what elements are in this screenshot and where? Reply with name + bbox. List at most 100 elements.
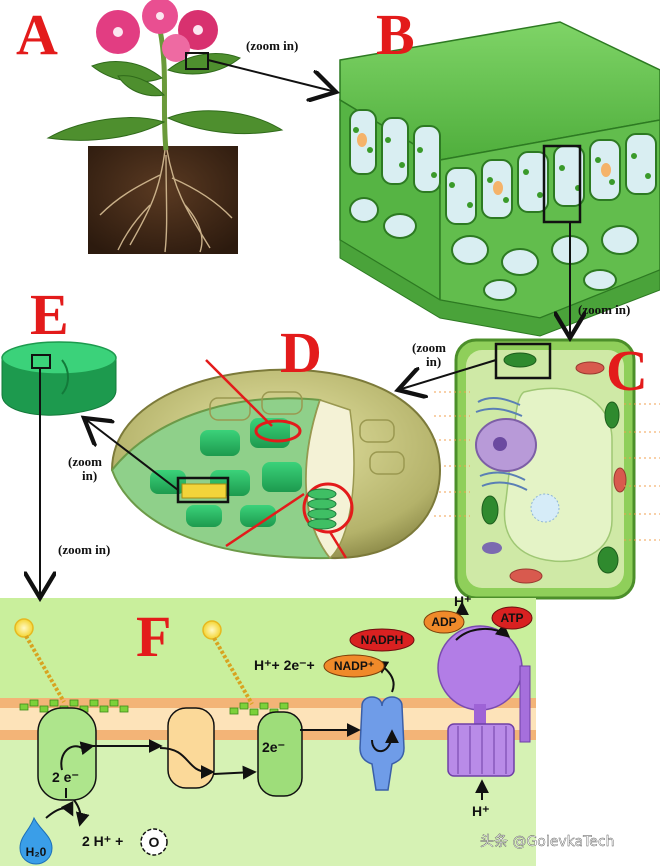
panel-e-thylakoid — [1, 341, 117, 416]
thylakoid-top — [1, 341, 117, 375]
panel-label-f: F — [136, 604, 171, 669]
atp-synthase-stalk — [474, 704, 486, 724]
panel-label-d: D — [280, 320, 322, 385]
adp-label: ADP — [431, 615, 456, 629]
thylakoid-notch — [61, 359, 69, 395]
nadph-label: NADPH — [361, 633, 404, 647]
panel-label-e: E — [30, 282, 69, 347]
atp-synthase-stator — [519, 665, 531, 743]
products-label: 2 H⁺ + — [82, 833, 123, 849]
zoom-caption-a-b: (zoom in) — [246, 38, 298, 53]
plant-flowers — [96, 0, 218, 62]
panel-a-plant — [46, 0, 284, 254]
granum-cutaway-highlight — [181, 483, 227, 499]
panel-label-b: B — [376, 2, 415, 67]
cell-pointer-lines — [434, 391, 660, 541]
zoom-caption-b-c: (zoom in) — [578, 302, 630, 317]
granum-stack-small — [307, 488, 337, 530]
arrow-to-products — [73, 799, 90, 827]
zoom-box-cell — [542, 144, 582, 224]
electron-transport-arrows — [45, 601, 511, 827]
spongy-cells — [349, 197, 639, 301]
sun-left — [14, 618, 66, 703]
panel-f-light-reactions: NADPH NADP⁺ ADP ATP H⁺+ 2e⁻+ H⁺ H⁺ 2 e⁻ … — [0, 593, 536, 866]
golgi-dot-cluster — [530, 493, 560, 523]
water-label: H₂0 — [26, 845, 47, 859]
atp-synthase-rotor — [447, 723, 515, 777]
flower-center — [113, 27, 123, 37]
sun-icon — [14, 618, 34, 638]
nadph-badge — [349, 628, 415, 652]
panel-d-chloroplast — [110, 359, 442, 560]
palisade-cells — [349, 109, 657, 225]
atp-pill: ATP — [491, 606, 533, 630]
leaf-nuclei — [357, 133, 611, 195]
grana-outline-background — [209, 391, 405, 475]
arrow-c-to-d — [398, 359, 497, 390]
panel-c-plant-cell — [434, 338, 660, 600]
atp-synthase — [437, 625, 531, 777]
arrow-ps2-internal — [60, 741, 95, 771]
arrow-through-cytochrome — [159, 747, 215, 779]
plant-roots — [99, 149, 233, 253]
panel-label-c: C — [606, 338, 648, 403]
panel-b-leaf-section — [339, 21, 660, 337]
electrons-ps2: 2 e⁻ — [52, 769, 79, 785]
rotor-ribs — [457, 726, 507, 774]
nadp-plus-label: NADP⁺ — [334, 659, 374, 673]
atp-badge — [491, 606, 533, 630]
panel-label-a: A — [16, 2, 58, 67]
arrow-adp-to-atp — [455, 623, 511, 641]
light-beam — [212, 637, 254, 705]
flower — [162, 34, 190, 62]
central-vacuole — [503, 387, 613, 563]
water-drop-icon — [19, 816, 53, 865]
red-highlight-rings — [254, 419, 354, 534]
photosystem-1 — [257, 711, 303, 797]
zoom-arrows — [40, 59, 570, 598]
plant-stem — [157, 29, 169, 151]
atp-synthase-head — [437, 625, 523, 711]
nucleolus — [493, 437, 507, 451]
h-plus-top: H⁺ — [454, 593, 472, 609]
vesicle-purple — [482, 542, 502, 554]
electrons-ps1: 2e⁻ — [262, 739, 285, 755]
nadph-pill: NADPH — [349, 628, 415, 652]
nadp-plus-badge — [323, 654, 385, 678]
adp-pill: ADP — [423, 610, 465, 634]
arrow-d-to-e — [84, 418, 179, 491]
atp-label: ATP — [500, 611, 523, 625]
zoom-caption-c-d-2: in) — [426, 354, 441, 369]
cell-mitochondria — [509, 361, 627, 584]
light-beam — [24, 635, 66, 703]
photosystem-2 — [37, 707, 97, 801]
zoom-caption-c-d-1: (zoom — [412, 340, 446, 355]
nadp-reductase — [359, 696, 405, 791]
plant-leaves — [46, 53, 284, 141]
flower-center — [193, 25, 203, 35]
arrow-through-reductase — [371, 729, 399, 752]
nadp-plus-pill: NADP⁺ — [323, 654, 385, 678]
oxygen-cloud-icon — [140, 828, 168, 856]
arrow-a-to-b — [207, 59, 336, 92]
leaf-chloroplast-dots — [353, 127, 651, 208]
cytochrome-complex — [167, 707, 215, 789]
sun-icon — [202, 620, 222, 640]
zoom-caption-d-e-2: in) — [82, 468, 97, 483]
arrow-water-split — [45, 800, 74, 819]
water-drop: H₂0 — [19, 816, 53, 865]
h-plus-bottom: H⁺ — [472, 803, 490, 819]
adp-badge — [423, 610, 465, 634]
watermark: 头条 @GolevkaTech — [480, 833, 614, 850]
red-pointer-lines — [205, 359, 348, 559]
oxygen-label: O — [149, 834, 160, 850]
endoplasmic-reticulum — [475, 397, 528, 491]
oxygen-molecule: O — [140, 828, 168, 856]
sun-right — [202, 620, 254, 705]
zoom-caption-d-e-1: (zoom — [68, 454, 102, 469]
cell-chloroplasts — [481, 352, 620, 574]
nadp-equation: H⁺+ 2e⁻+ — [254, 657, 315, 673]
arrow-cytochrome-to-ps1 — [213, 765, 257, 780]
zoom-caption-e-f: (zoom in) — [58, 542, 110, 557]
